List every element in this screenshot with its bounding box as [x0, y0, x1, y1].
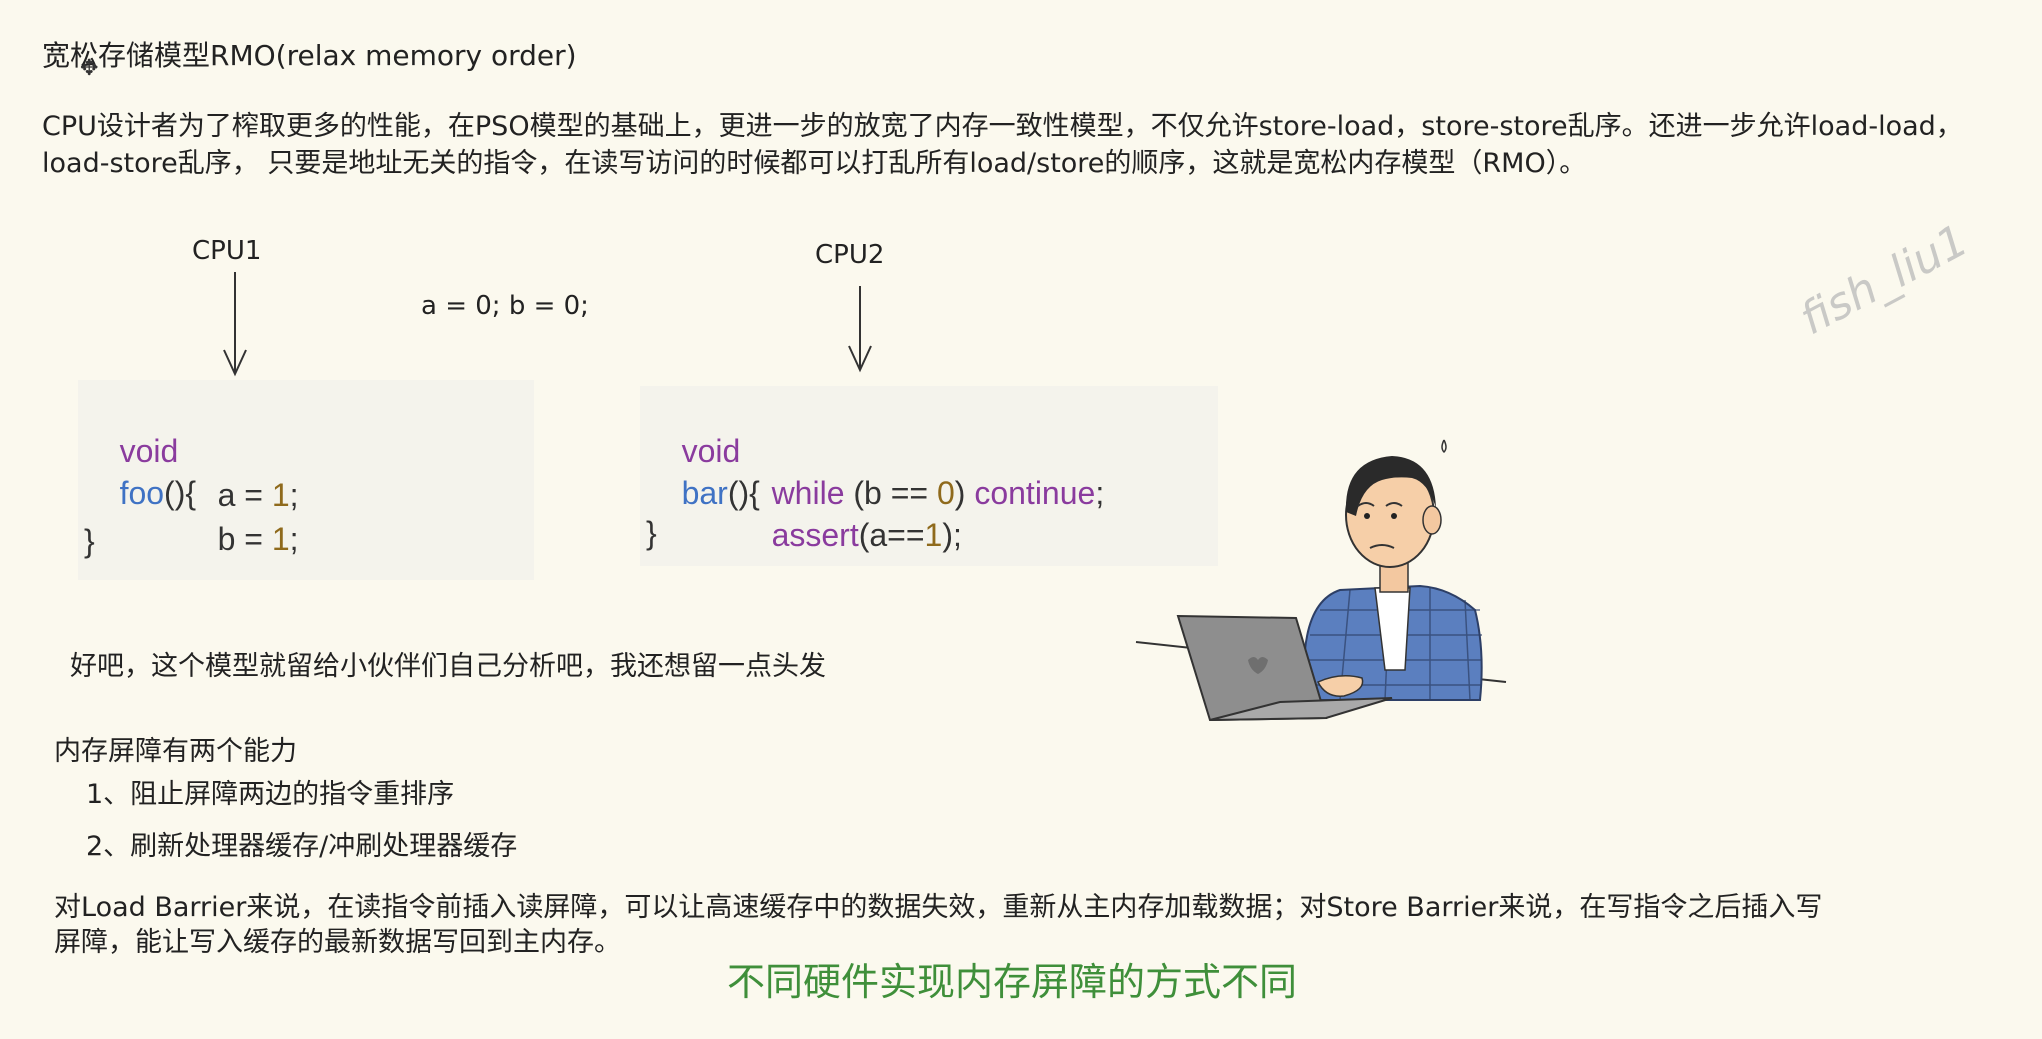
- watermark: fish_liu1: [1792, 214, 1977, 346]
- code-text: ;: [1095, 475, 1105, 511]
- code-text: (){: [164, 475, 197, 511]
- man-with-laptop-illustration: [1135, 439, 1507, 722]
- code-text: b =: [217, 521, 272, 557]
- move-cursor-icon: ✥: [80, 56, 99, 81]
- code-text: (b ==: [844, 475, 937, 511]
- barrier-title: 内存屏障有两个能力: [54, 736, 297, 767]
- cpu1-label: CPU1: [192, 236, 262, 266]
- cpu2-label: CPU2: [815, 240, 885, 270]
- code-keyword: void: [681, 433, 741, 469]
- note-text: 好吧，这个模型就留给小伙伴们自己分析吧，我还想留一点头发: [70, 651, 826, 682]
- barrier-item-1: 1、阻止屏障两边的指令重排序: [86, 779, 455, 810]
- intro-line-1: CPU设计者为了榨取更多的性能，在PSO模型的基础上，更进一步的放宽了内存一致性…: [42, 111, 1963, 142]
- code-text: }: [84, 523, 95, 559]
- code-function-name: foo: [119, 475, 165, 511]
- code-keyword: assert: [771, 517, 859, 553]
- barrier-item-2: 2、刷新处理器缓存/冲刷处理器缓存: [86, 831, 518, 862]
- code-number: 0: [936, 475, 955, 511]
- code-text: ): [954, 475, 975, 511]
- down-arrow-icon: [223, 272, 247, 377]
- explain-line-1: 对Load Barrier来说，在读指令前插入读屏障，可以让高速缓存中的数据失效…: [54, 892, 1823, 923]
- code-text: }: [646, 515, 657, 551]
- code-block-bar: void bar(){ while (b == 0) continue; ass…: [640, 386, 1218, 566]
- code-text: ;: [289, 477, 299, 513]
- init-statement: a = 0; b = 0;: [421, 291, 589, 321]
- code-text: a =: [217, 477, 272, 513]
- page-title: 宽松存储模型RMO(relax memory order): [42, 39, 577, 72]
- explain-line-2: 屏障，能让写入缓存的最新数据写回到主内存。: [54, 927, 621, 958]
- code-block-foo: void foo(){ a = 1; b = 1; }: [78, 380, 534, 580]
- down-arrow-icon: [848, 286, 872, 373]
- video-subtitle: 不同硬件实现内存屏障的方式不同: [727, 960, 1298, 1004]
- code-text: (){: [727, 475, 760, 511]
- code-number: 1: [271, 477, 290, 513]
- code-number: 1: [271, 521, 290, 557]
- code-number: 1: [924, 517, 943, 553]
- code-keyword: void: [119, 433, 179, 469]
- intro-line-2: load-store乱序， 只要是地址无关的指令，在读写访问的时候都可以打乱所有…: [42, 148, 1587, 179]
- code-text: );: [942, 517, 962, 553]
- code-text: (a==: [858, 517, 925, 553]
- code-text: ;: [289, 521, 299, 557]
- code-keyword: while: [771, 475, 845, 511]
- code-keyword: continue: [974, 475, 1096, 511]
- code-function-name: bar: [681, 475, 728, 511]
